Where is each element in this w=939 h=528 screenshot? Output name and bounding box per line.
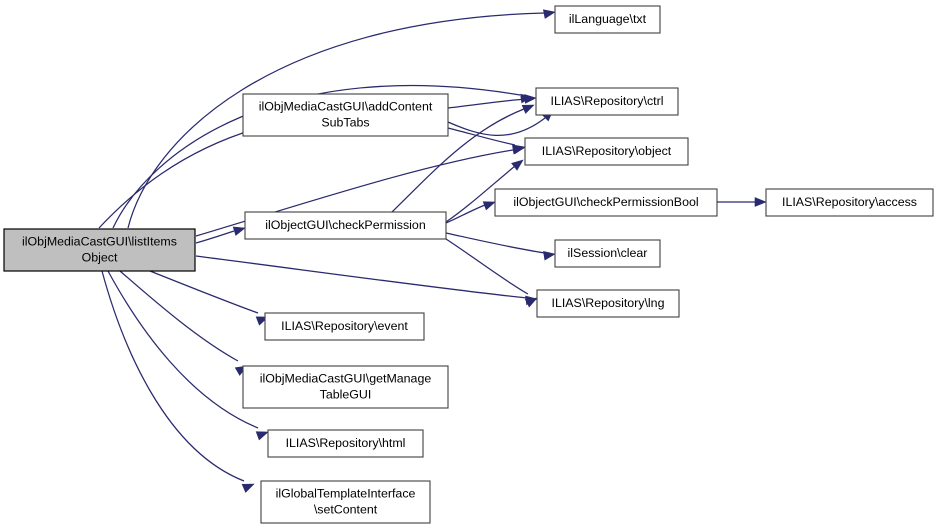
node-lng[interactable]: ILIAS\Repository\lng [536, 289, 680, 318]
node-label-text: Object [82, 250, 118, 264]
node-label-text: ILIAS\Repository\access [782, 195, 917, 209]
arrow-head-icon [524, 94, 537, 104]
node-label-text: ILIAS\Repository\html [286, 436, 406, 450]
node-label-text: ilObjMediaCastGUI\getManage [260, 371, 432, 385]
arrow-head-icon [232, 226, 246, 236]
node-label-text: ilObjectGUI\checkPermission [265, 218, 426, 232]
node-label-text: ilObjMediaCastGUI\addContent [259, 99, 433, 113]
node-label-text: ilObjectGUI\checkPermissionBool [513, 195, 698, 209]
node-checkPermissionBool[interactable]: ilObjectGUI\checkPermissionBool [494, 188, 718, 217]
edge-addContentSubTabs-to-ctrl [447, 94, 537, 109]
arrow-head-icon [521, 104, 535, 114]
node-label-text: ILIAS\Repository\lng [552, 296, 665, 310]
arrow-head-icon [512, 144, 526, 155]
arrow-head-icon [255, 431, 269, 441]
arrow-head-icon [542, 9, 556, 19]
arrow-head-icon [524, 297, 538, 308]
node-access[interactable]: ILIAS\Repository\access [765, 188, 934, 217]
edge-checkPermissionBool-to-access [716, 197, 767, 207]
edge-listItemsObject-to-lng [195, 255, 538, 306]
edges-layer [98, 9, 767, 493]
node-clear[interactable]: ilSession\clear [554, 239, 661, 268]
node-label-text: ilLanguage\txt [569, 12, 647, 26]
node-html[interactable]: ILIAS\Repository\html [267, 429, 424, 458]
node-box[interactable] [3, 228, 196, 272]
node-label-text: ilSession\clear [568, 246, 648, 260]
edge-listItemsObject-to-txt [127, 9, 556, 229]
node-box[interactable] [536, 289, 680, 318]
node-box[interactable] [535, 87, 679, 116]
nodes-layer: ilObjMediaCastGUI\listItemsObjectilObjMe… [3, 5, 934, 524]
node-box[interactable] [242, 365, 449, 409]
edge-checkPermission-to-lng [445, 238, 538, 308]
node-label-text: TableGUI [320, 387, 372, 401]
edge-listItemsObject-to-event [149, 270, 269, 326]
node-box[interactable] [264, 312, 425, 341]
arrow-head-icon [543, 250, 556, 261]
edge-addContentSubTabs-to-object [447, 127, 526, 155]
node-box[interactable] [524, 137, 689, 166]
edge-listItemsObject-to-setContent [101, 270, 255, 493]
edge-listItemsObject-to-checkPermission [195, 226, 246, 244]
node-label-text: ILIAS\Repository\object [542, 144, 672, 158]
node-box[interactable] [242, 93, 449, 137]
arrow-head-icon [482, 201, 496, 211]
node-txt[interactable]: ilLanguage\txt [554, 5, 661, 34]
arrow-head-icon [241, 483, 255, 493]
edge-checkPermission-to-ctrl [391, 104, 535, 213]
edge-checkPermission-to-clear [445, 232, 556, 261]
arrow-head-icon [754, 197, 767, 207]
arrow-head-icon [511, 159, 524, 171]
node-checkPermission[interactable]: ilObjectGUI\checkPermission [244, 211, 447, 240]
edge-listItemsObject-to-html [107, 270, 269, 441]
node-event[interactable]: ILIAS\Repository\event [264, 312, 425, 341]
node-setContent[interactable]: ilGlobalTemplateInterface \setContent [260, 480, 431, 524]
node-label-text: ILIAS\Repository\ctrl [551, 94, 664, 108]
node-ctrl[interactable]: ILIAS\Repository\ctrl [535, 87, 679, 116]
node-label-text: \setContent [314, 502, 378, 516]
node-label-text: ilObjMediaCastGUI\listItems [22, 234, 177, 248]
node-box[interactable] [260, 480, 431, 524]
node-box[interactable] [554, 239, 661, 268]
node-box[interactable] [267, 429, 424, 458]
node-label-text: ILIAS\Repository\event [281, 319, 408, 333]
node-box[interactable] [494, 188, 718, 217]
node-object[interactable]: ILIAS\Repository\object [524, 137, 689, 166]
node-box[interactable] [244, 211, 447, 240]
node-label-text: SubTabs [321, 115, 369, 129]
edge-checkPermission-to-checkPermissionBool [445, 201, 496, 224]
node-box[interactable] [765, 188, 934, 217]
edge-checkPermission-to-object [445, 159, 524, 223]
node-box[interactable] [554, 5, 661, 34]
node-label-text: ilGlobalTemplateInterface [276, 486, 416, 500]
